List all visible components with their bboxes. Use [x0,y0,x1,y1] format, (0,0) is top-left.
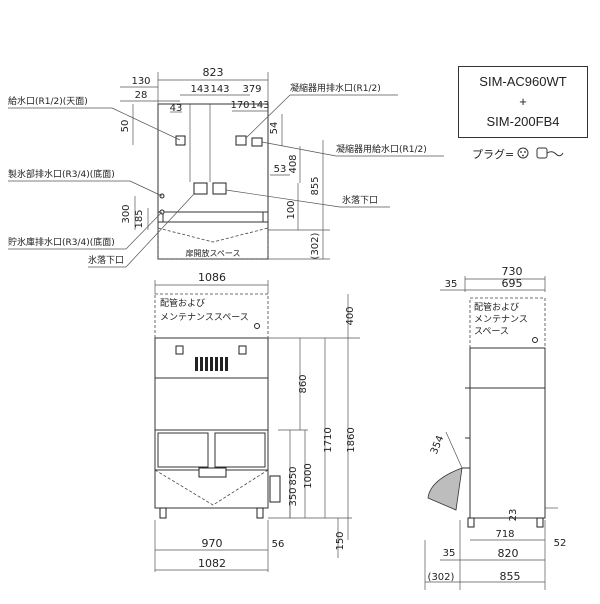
bin-door-handle [198,467,227,478]
dim-695: 695 [502,277,523,290]
dim-350: 350 [288,487,299,506]
dim-43: 43 [170,103,183,114]
label-bin-drain: 貯氷庫排水口(R3/4)(底面) [8,236,115,248]
dim-1710: 1710 [323,427,334,452]
model-name-2: SIM-200FB4 [486,114,560,129]
dim-855-side: 855 [500,570,521,583]
side-leg-left [467,517,475,528]
dim-23: 23 [508,509,519,522]
top-view: 扉開放スペース 823 130 28 143 143 379 170 143 4… [8,66,444,268]
dim-379: 379 [242,84,261,95]
dim-143b: 143 [210,84,229,95]
label-water-drop-right: 氷落下口 [342,194,378,206]
dim-850: 850 [288,466,299,485]
dim-54: 54 [269,122,280,135]
label-water-drop-left: 氷落下口 [88,254,124,266]
side-leg-right [536,517,544,528]
dim-820: 820 [498,547,519,560]
dim-730: 730 [502,265,523,278]
front-vent-slots [195,357,228,371]
label-ice-drain: 製氷部排水口(R3/4)(底面) [8,168,115,180]
dim-300: 300 [121,204,132,223]
dim-1000: 1000 [303,463,314,488]
dim-1082: 1082 [198,557,226,570]
front-maintenance-area [154,293,269,339]
condenser-drain-port [235,135,247,146]
side-maintenance-line3: スペース [474,327,509,337]
dim-143a: 143 [190,84,209,95]
dim-408: 408 [288,154,299,173]
dim-855: 855 [310,176,321,195]
dim-302-side: (302) [428,572,455,583]
label-water-supply: 給水口(R1/2)(天面) [8,95,88,107]
dim-35-bottom: 35 [443,548,456,559]
dim-185: 185 [134,209,145,228]
dim-52: 52 [554,538,567,549]
model-label-box: SIM-AC960WT + SIM-200FB4 [458,66,588,138]
dim-400: 400 [345,306,356,325]
front-maintenance-line1: 配管および [160,297,205,309]
dim-50: 50 [120,120,131,133]
door-space-label: 扉開放スペース [185,248,240,258]
dim-1860: 1860 [346,427,357,452]
dim-56: 56 [272,539,285,550]
ice-bin-body [154,377,269,509]
dim-970: 970 [202,537,223,550]
dim-143c: 143 [250,100,269,111]
dim-1086: 1086 [198,271,226,284]
label-condenser-drain: 凝縮器用排水口(R1/2) [290,82,381,94]
plug-label: プラグ= [472,148,515,161]
dim-150: 150 [335,531,346,550]
dim-170: 170 [230,100,249,111]
dim-354: 354 [429,434,446,456]
front-maintenance-line2: メンテナンススペース [160,312,249,323]
ice-drop-port-right [212,182,227,195]
dim-53: 53 [274,164,287,175]
dim-302: (302) [310,232,321,259]
side-head [469,347,546,389]
side-view: 730 35 695 配管および メンテナンス スペース 354 23 718 … [424,265,567,590]
side-maintenance-line2: メンテナンス [474,314,528,325]
dim-130: 130 [131,76,150,87]
dim-28: 28 [135,90,148,101]
top-view-outline [157,103,269,260]
water-supply-port [175,135,186,146]
front-leg-left [159,507,167,519]
ice-drop-port-left [193,182,208,195]
side-maintenance-line1: 配管および [474,301,519,313]
model-name-1: SIM-AC960WT [479,74,567,89]
door-swing-line [157,227,269,243]
plug-icon [517,147,564,159]
dim-718: 718 [495,529,514,540]
side-bin [469,387,546,519]
model-plus: + [519,94,527,109]
dim-total-width: 823 [203,66,224,79]
dim-100: 100 [286,200,297,219]
label-condenser-supply: 凝縮器用給水口(R1/2) [336,143,427,155]
open-door [427,467,463,511]
condenser-supply-port [251,137,263,147]
front-view: 配管および メンテナンススペース 1086 [154,271,360,572]
dim-35-top: 35 [445,279,458,290]
dim-860: 860 [298,374,309,393]
front-leg-right [256,507,264,519]
